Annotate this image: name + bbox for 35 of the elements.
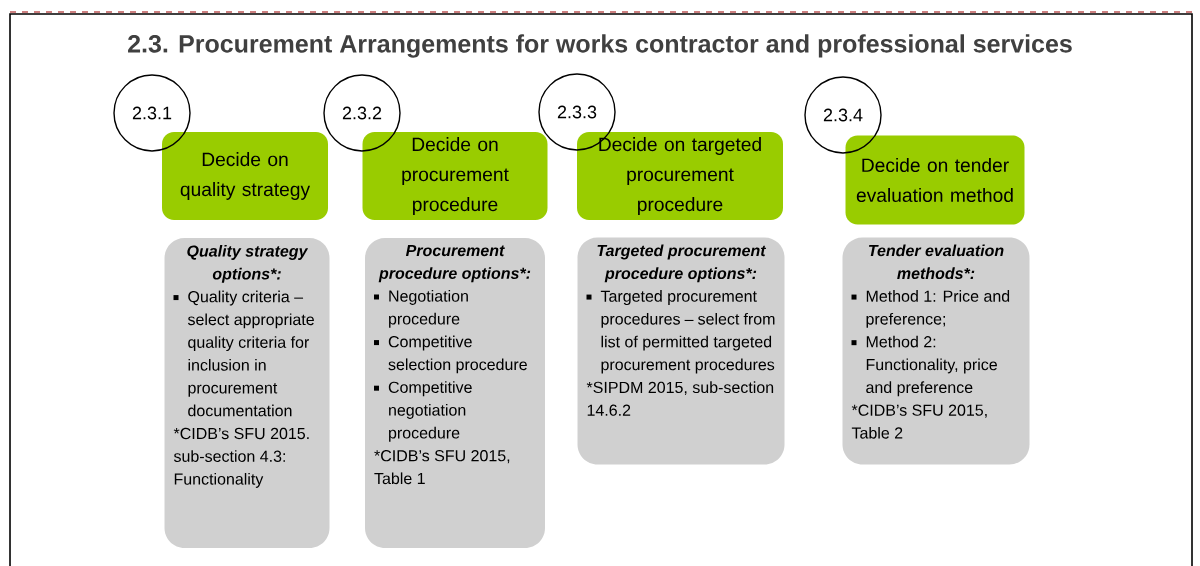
bullet-item: Method 1: Price and preference; xyxy=(851,290,1010,328)
step-number: 2.3.1 xyxy=(132,106,172,120)
step-number: 2.3.4 xyxy=(823,108,863,122)
bullet-item: Competitive selection procedure xyxy=(374,335,527,374)
options-heading: Quality strategy options*: xyxy=(187,245,309,283)
step-box xyxy=(162,132,328,220)
number-circle xyxy=(113,74,191,152)
step-box xyxy=(577,132,783,220)
options-heading: Tender evaluation methods*: xyxy=(868,244,1004,280)
step-number: 2.3.3 xyxy=(557,105,597,119)
options-heading: Procurement procedure options*: xyxy=(378,245,531,283)
title: 2.3. Procurement Arrangements for works contractor and professional services xyxy=(128,34,1072,58)
options-box xyxy=(164,238,330,548)
step-box xyxy=(362,132,548,220)
bullet-item: Targeted procurement procedures – select from list of permitted targeted procurement procedures xyxy=(586,290,775,374)
bullet-item: Competitive negotiation procedure xyxy=(374,381,472,442)
source-note: *CIDB’s SFU 2015, Table 1 xyxy=(374,450,510,485)
source-note: *SIPDM 2015, sub-section 14.6.2 xyxy=(586,381,774,416)
options-heading: Targeted procurement procedure options*: xyxy=(597,244,767,283)
step-text: Decide on tender evaluation method xyxy=(856,157,1013,203)
step-text: Decide on procurement procedure xyxy=(402,137,509,215)
step-number: 2.3.2 xyxy=(342,106,382,120)
options-box xyxy=(842,237,1030,465)
options-box xyxy=(365,238,545,548)
step-box xyxy=(845,135,1025,225)
bullet-item: Negotiation procedure xyxy=(374,290,468,328)
number-circle xyxy=(804,76,882,154)
step-text: Decide on quality strategy xyxy=(180,152,311,200)
options-box xyxy=(577,237,785,465)
number-circle xyxy=(323,74,401,152)
source-note: *CIDB’s SFU 2015, Table 2 xyxy=(851,404,987,439)
bullet-item: Method 2: Functionality, price and preference xyxy=(851,335,997,397)
bullet-item: Quality criteria – select appropriate quality criteria for inclusion in procurement documentation xyxy=(173,290,314,417)
step-text: Decide on targeted procurement procedure xyxy=(599,137,761,215)
source-note: *CIDB’s SFU 2015. sub-section 4.3: Functionality xyxy=(173,427,309,488)
